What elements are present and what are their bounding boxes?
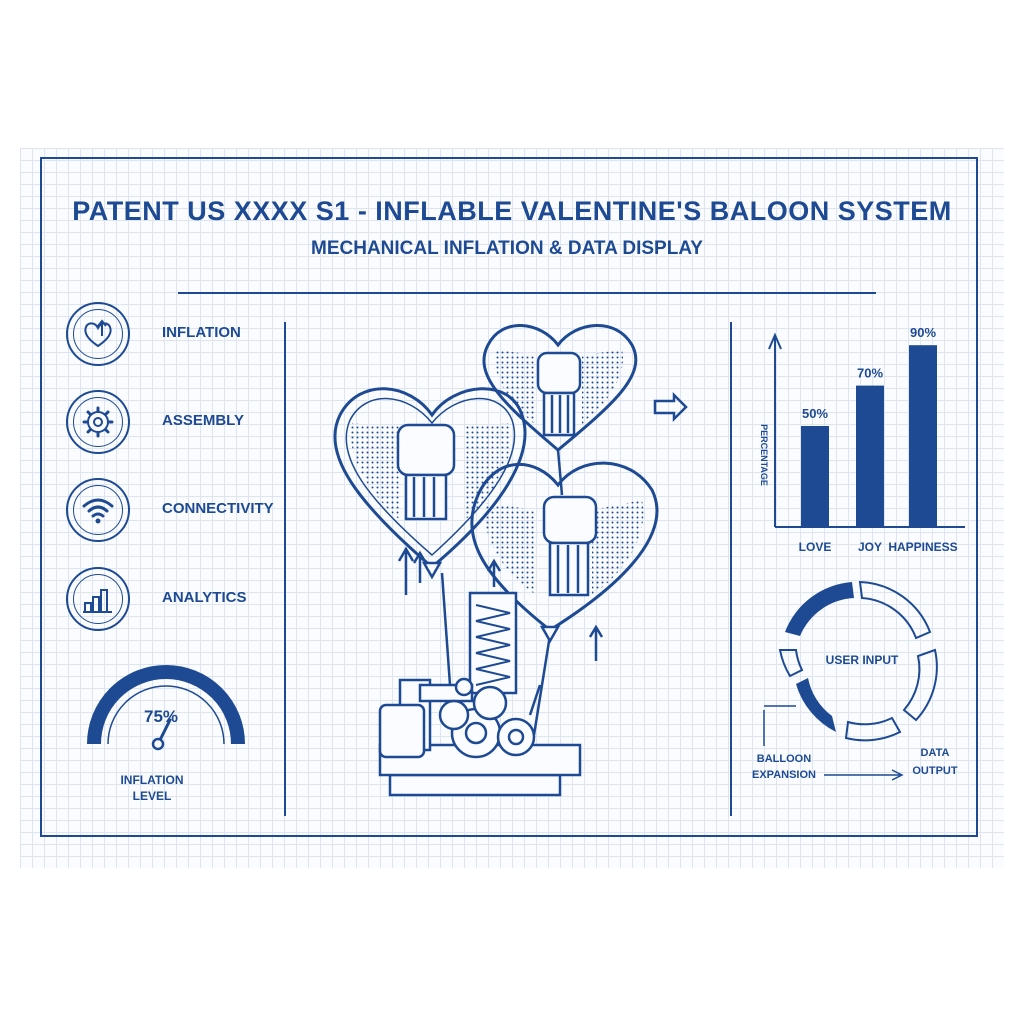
cycle-segment-filled [785,582,854,636]
feature-analytics: ANALYTICS [66,567,266,637]
feature-icon-ring [66,390,130,454]
category-label: JOY [858,540,882,554]
bar-joy [856,385,884,527]
cycle-center-label: USER INPUT [826,653,899,667]
cycle-segment-filled [796,678,836,732]
bar-chart: PERCENTAGE 50% LOVE 70% JOY 90% HAPPINESS [759,325,965,554]
cycle-right-label-line2: OUTPUT [912,765,958,777]
heart-balloon-top [482,324,638,452]
feature-label: ASSEMBLY [162,412,244,429]
gauge-hub [151,737,165,751]
balloon-inflation-machine-illustration [333,324,688,797]
heart-balloon-center [470,461,659,644]
flow-arrow [824,769,904,781]
left-column-divider [284,322,286,816]
feature-icon-ring [66,478,130,542]
bar-data-label: 70% [857,366,883,381]
category-label: LOVE [799,540,832,554]
gauge-needle [158,718,172,742]
y-axis-label: PERCENTAGE [759,424,769,486]
wifi-icon [82,498,114,524]
page-subtitle: MECHANICAL INFLATION & DATA DISPLAY [311,238,703,259]
cycle-diagram: USER INPUT BALLOON EXPANSION DATA OUTPUT [752,580,958,781]
heart-balloon-left [333,387,527,580]
bar-chart-icon [83,589,112,613]
title-divider [178,292,876,294]
right-column-divider [730,322,732,816]
gauge-label-line1: INFLATION [120,773,183,787]
inflation-gauge: 75% INFLATION LEVEL [87,665,245,803]
feature-label: CONNECTIVITY [162,500,274,517]
feature-assembly: ASSEMBLY [66,390,266,460]
blueprint-frame [40,157,978,837]
cycle-right-label-line1: DATA [921,747,950,759]
feature-icon-ring [66,567,130,631]
feature-connectivity: CONNECTIVITY [66,478,274,548]
cycle-left-label-line2: EXPANSION [752,769,816,781]
y-axis-arrow [768,332,782,350]
gauge-value: 75% [144,707,178,726]
bar-love [801,426,829,527]
feature-label: INFLATION [162,324,241,341]
bar-happiness [909,345,937,527]
feature-inflation: INFLATION [66,302,266,372]
bar-data-label: 90% [910,325,936,340]
cycle-left-label-line1: BALLOON [757,753,811,765]
page-title: PATENT US XXXX S1 - INFLABLE VALENTINE'S… [72,196,952,226]
heart-up-arrow-icon [84,319,112,348]
feature-icon-ring [66,302,130,366]
gauge-label-line2: LEVEL [133,789,172,803]
bar-data-label: 50% [802,406,828,421]
category-label: HAPPINESS [888,540,957,554]
feature-label: ANALYTICS [162,589,247,606]
gear-icon [82,406,114,438]
